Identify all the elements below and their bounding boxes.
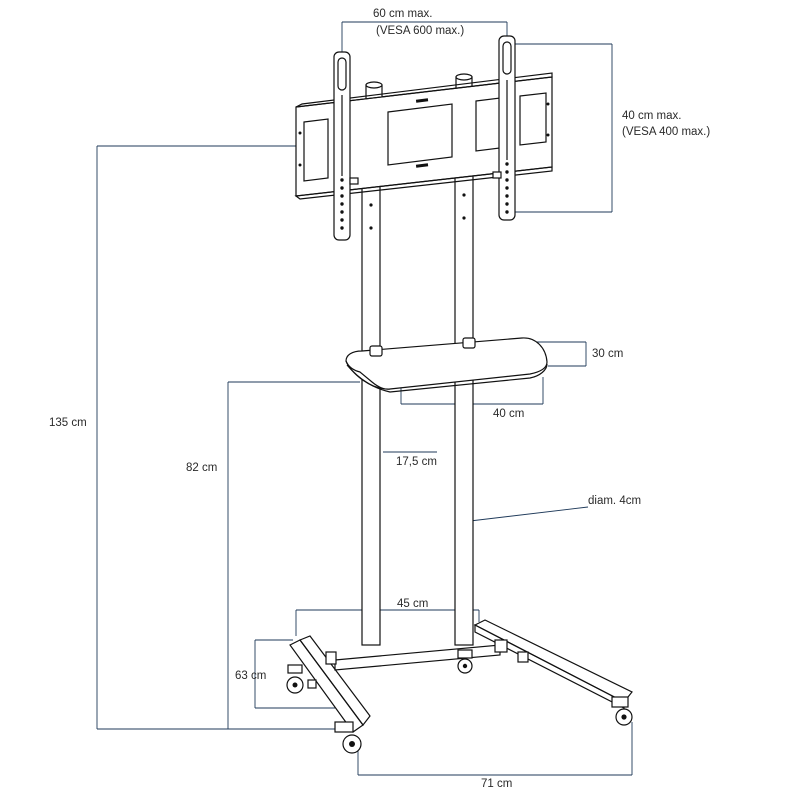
vesa-width-sub-label: (VESA 600 max.) <box>376 25 465 37</box>
vesa-height-label: 40 cm max. <box>622 110 682 122</box>
shelf-depth-label: 30 cm <box>592 348 624 360</box>
vesa-bracket <box>294 35 553 241</box>
base-width-label: 71 cm <box>481 778 513 790</box>
shelf-width-label: 40 cm <box>493 408 525 420</box>
base <box>286 619 633 754</box>
pole-spacing-label: 17,5 cm <box>396 456 437 468</box>
pole-diameter-label: diam. 4cm <box>588 495 642 507</box>
shelf <box>345 337 548 393</box>
vesa-height-sub-label: (VESA 400 max.) <box>622 126 711 138</box>
total-height-label: 135 cm <box>49 417 87 429</box>
shelf-height-label: 82 cm <box>186 462 218 474</box>
poles <box>361 174 474 646</box>
base-front-depth-label: 45 cm <box>397 598 429 610</box>
vesa-width-label: 60 cm max. <box>373 8 433 20</box>
base-side-depth-label: 63 cm <box>235 670 267 682</box>
